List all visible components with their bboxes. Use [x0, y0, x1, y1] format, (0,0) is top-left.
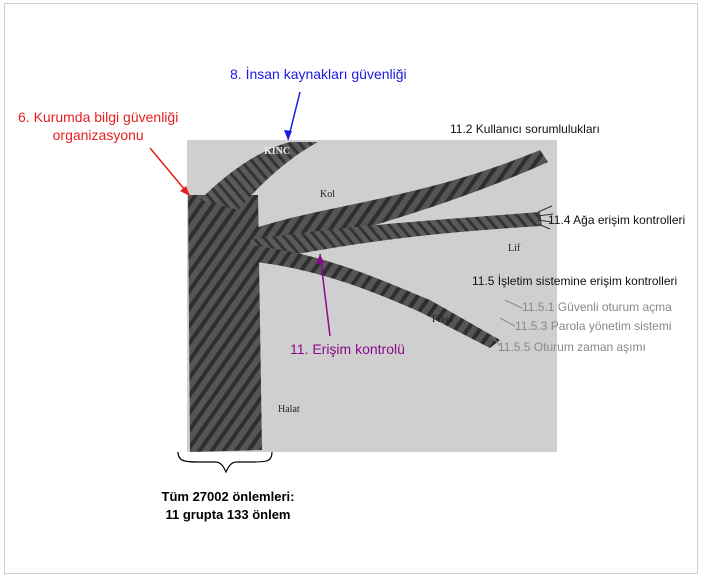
flasa-label: Flasa — [432, 314, 453, 325]
org-security-label: 6. Kurumda bilgi güvenliği organizasyonu — [18, 108, 178, 144]
network-access-label: 11.4 Ağa erişim kontrolleri — [548, 213, 685, 227]
session-timeout-label: 11.5.5 Oturum zaman aşımı — [498, 340, 646, 354]
rope-brace — [178, 452, 272, 472]
access-control-label: 11. Erişim kontrolü — [290, 341, 405, 357]
summary-text: Tüm 27002 önlemleri: 11 grupta 133 önlem — [138, 488, 318, 524]
summary-line-2: 11 grupta 133 önlem — [138, 506, 318, 524]
summary-line-1: Tüm 27002 önlemleri: — [138, 488, 318, 506]
kol-label: Kol — [320, 189, 335, 200]
password-mgmt-label: 11.5.3 Parola yönetim sistemi — [515, 319, 672, 333]
secure-logon-label: 11.5.1 Güvenli oturum açma — [522, 300, 672, 314]
lif-label: Lif — [508, 243, 520, 254]
org-arrow — [150, 148, 190, 196]
hr-security-label: 8. İnsan kaynakları güvenliği — [230, 66, 407, 82]
halat-label: Halat — [278, 404, 300, 415]
rope-stamp-text: KINC — [264, 146, 290, 157]
user-responsibilities-label: 11.2 Kullanıcı sorumlulukları — [450, 122, 600, 136]
hr-arrow — [284, 92, 300, 140]
os-access-label: 11.5 İşletim sistemine erişim kontroller… — [472, 274, 677, 288]
